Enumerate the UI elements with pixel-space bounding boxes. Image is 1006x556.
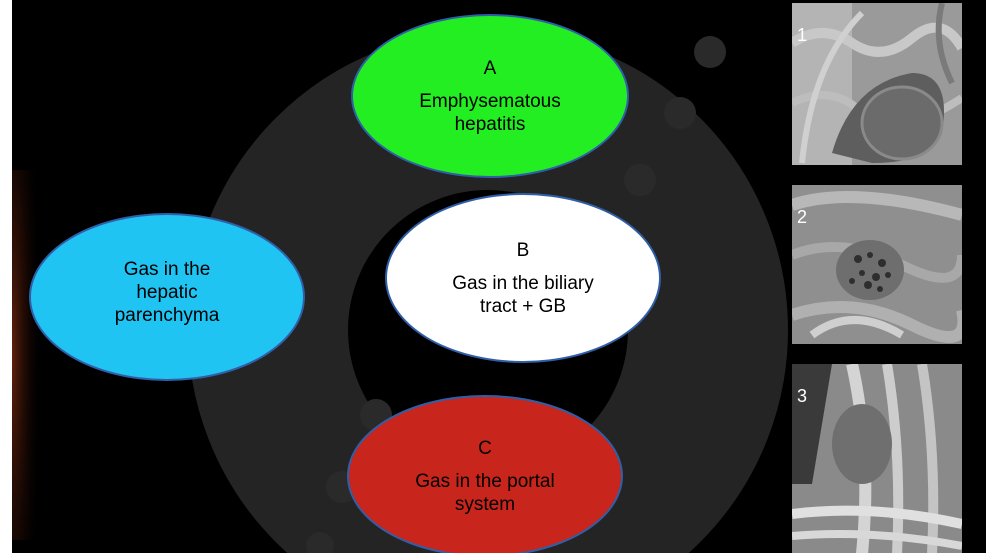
image-number-2: 2	[797, 207, 808, 227]
image-number-1: 1	[797, 25, 808, 45]
decor-dot	[624, 164, 656, 196]
ellipse-a-emphysematous-hepatitis: A Emphysematous hepatitis	[351, 14, 629, 178]
radiograph-image-2: 2	[792, 185, 962, 344]
ellipse-c-line2: system	[454, 493, 516, 515]
ellipse-c-letter: C	[478, 437, 492, 459]
ellipse-hepatic-parenchyma: Gas in the hepatic parenchyma	[29, 213, 305, 381]
ellipse-c-line1: Gas in the portal	[415, 470, 555, 492]
ellipse-a-line2: hepatitis	[454, 113, 526, 135]
radiograph-image	[792, 364, 962, 553]
radiograph-image	[792, 3, 962, 165]
ellipse-b-biliary-gas: B Gas in the biliary tract + GB	[385, 193, 661, 363]
image-number-3: 3	[797, 386, 808, 406]
radiograph-image	[792, 185, 962, 344]
decor-dot	[694, 36, 726, 68]
ellipse-main-line1: Gas in the	[123, 258, 211, 280]
decor-dot	[664, 97, 696, 129]
ellipse-main-line2: hepatic	[136, 281, 198, 303]
ellipse-a-line1: Emphysematous	[419, 90, 561, 112]
ellipse-b-letter: B	[516, 239, 530, 261]
radiograph-image-1: 1	[792, 3, 962, 165]
ellipse-a-letter: A	[483, 57, 497, 79]
ellipse-c-portal-gas: C Gas in the portal system	[347, 395, 623, 553]
ellipse-b-line2: tract + GB	[479, 295, 567, 317]
radiograph-image-3: 3	[792, 364, 962, 553]
left-edge-glow	[12, 170, 42, 540]
ellipse-main-line3: parenchyma	[114, 304, 220, 326]
slide-canvas: A Emphysematous hepatitis B Gas in the b…	[12, 0, 986, 553]
decor-dot	[306, 532, 334, 553]
ellipse-b-line1: Gas in the biliary	[452, 272, 594, 294]
